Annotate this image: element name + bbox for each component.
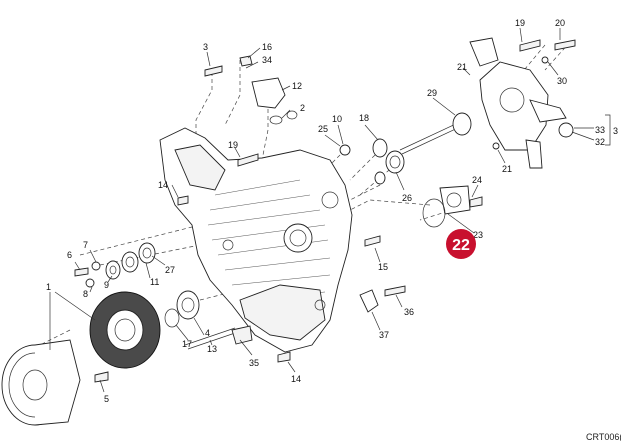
callout-30: 30 xyxy=(557,76,567,86)
callout-16: 16 xyxy=(262,42,272,52)
fasteners xyxy=(94,39,576,383)
callout-34: 34 xyxy=(262,55,272,65)
callout-10: 10 xyxy=(332,114,342,124)
callout-14-bottom: 14 xyxy=(291,374,301,384)
water-pump-shaft xyxy=(399,112,472,155)
callout-12: 12 xyxy=(292,81,302,91)
seal-strip xyxy=(184,327,239,350)
callout-32: 32 xyxy=(595,137,605,147)
highlight-badge-label: 22 xyxy=(452,237,470,254)
callout-11: 11 xyxy=(150,277,159,287)
highlight-badge-22[interactable]: 22 xyxy=(446,229,476,259)
generator-cover xyxy=(159,127,353,353)
stator xyxy=(89,291,161,369)
callout-21-top: 21 xyxy=(457,62,467,72)
callout-19-left: 19 xyxy=(228,140,238,150)
thermostat-housing xyxy=(251,77,298,125)
highlight-badge-circle[interactable] xyxy=(446,229,476,259)
callout-5: 5 xyxy=(104,394,109,404)
callout-20: 20 xyxy=(555,18,565,28)
callout-9: 9 xyxy=(104,280,109,290)
callout-19-right: 19 xyxy=(515,18,525,28)
leader-lines xyxy=(49,27,611,393)
callout-15: 15 xyxy=(378,262,388,272)
callout-36: 36 xyxy=(404,307,414,317)
callout-25: 25 xyxy=(318,124,328,134)
callout-27: 27 xyxy=(165,265,175,275)
water-pump-cover xyxy=(469,37,567,169)
callout-18: 18 xyxy=(359,113,369,123)
callout-21-bottom: 21 xyxy=(502,164,512,174)
callout-3-right: 3 xyxy=(613,126,618,136)
callout-7: 7 xyxy=(83,240,88,250)
callout-3: 3 xyxy=(203,42,208,52)
water-pump-gasket xyxy=(422,185,471,228)
callout-labels: 1 2 3 3 4 5 6 7 8 9 10 11 12 13 14 14 15… xyxy=(46,18,618,404)
catalog-code: CRT006( xyxy=(586,432,621,441)
callout-8: 8 xyxy=(83,289,88,299)
callout-35: 35 xyxy=(249,358,259,368)
mounting-bracket xyxy=(359,289,379,313)
callout-33: 33 xyxy=(595,125,605,135)
callout-14-top: 14 xyxy=(158,180,168,190)
callout-24: 24 xyxy=(472,175,482,185)
callout-23: 23 xyxy=(473,230,483,240)
flywheel-rotor xyxy=(1,339,81,426)
callout-4: 4 xyxy=(205,328,210,338)
callout-37: 37 xyxy=(379,330,389,340)
callout-1: 1 xyxy=(46,282,51,292)
callout-29: 29 xyxy=(427,88,437,98)
callout-6: 6 xyxy=(67,250,72,260)
callout-26: 26 xyxy=(402,193,412,203)
callout-2: 2 xyxy=(300,103,305,113)
callout-17: 17 xyxy=(182,339,192,349)
callout-13: 13 xyxy=(207,344,217,354)
bearings-seals-left xyxy=(74,242,200,328)
